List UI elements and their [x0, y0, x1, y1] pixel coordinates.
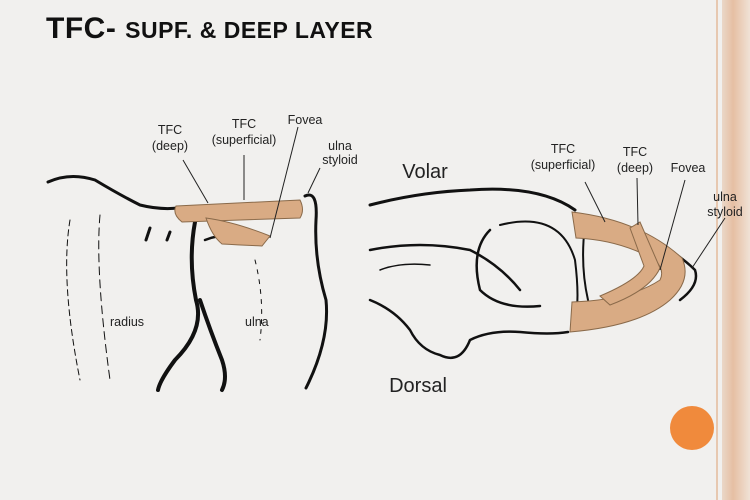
label-ulna-styloid-2: styloid [322, 153, 357, 167]
left-tfc-ligaments [174, 199, 303, 247]
label-fovea: Fovea [288, 113, 323, 127]
title-main: TFC- [46, 12, 126, 45]
label-tfc-deep-1: TFC [158, 123, 182, 137]
label-ulna-styloid-2: styloid [707, 205, 742, 219]
title-rest: Supf. & Deep layer [125, 17, 374, 43]
label-tfc-superficial-2: (superficial) [212, 133, 277, 147]
label-tfc-superficial-1: TFC [551, 142, 575, 156]
label-ulna-styloid-1: ulna [328, 139, 352, 153]
slide-title: TFC- Supf. & Deep layer [46, 12, 373, 46]
right-label-lines [584, 177, 726, 271]
label-tfc-superficial-1: TFC [232, 117, 256, 131]
right-tfc-ligaments [569, 211, 686, 333]
label-fovea: Fovea [671, 161, 706, 175]
label-tfc-deep-1: TFC [623, 145, 647, 159]
label-ulna: ulna [245, 315, 269, 329]
left-labels: TFC (deep) TFC (superficial) Fovea ulna … [110, 113, 358, 329]
label-tfc-deep-2: (deep) [152, 139, 188, 153]
label-dorsal: Dorsal [389, 375, 447, 397]
left-label-lines [182, 126, 321, 239]
decorative-side-line [716, 0, 718, 500]
label-tfc-superficial-2: (superficial) [531, 158, 596, 172]
label-tfc-deep-2: (deep) [617, 161, 653, 175]
label-radius: radius [110, 315, 144, 329]
right-labels: Volar Dorsal TFC (superficial) TFC (deep… [389, 142, 743, 397]
decorative-side-stripe [722, 0, 750, 500]
decorative-orange-dot [670, 406, 714, 450]
label-ulna-styloid-1: ulna [713, 190, 737, 204]
label-volar: Volar [402, 161, 448, 183]
